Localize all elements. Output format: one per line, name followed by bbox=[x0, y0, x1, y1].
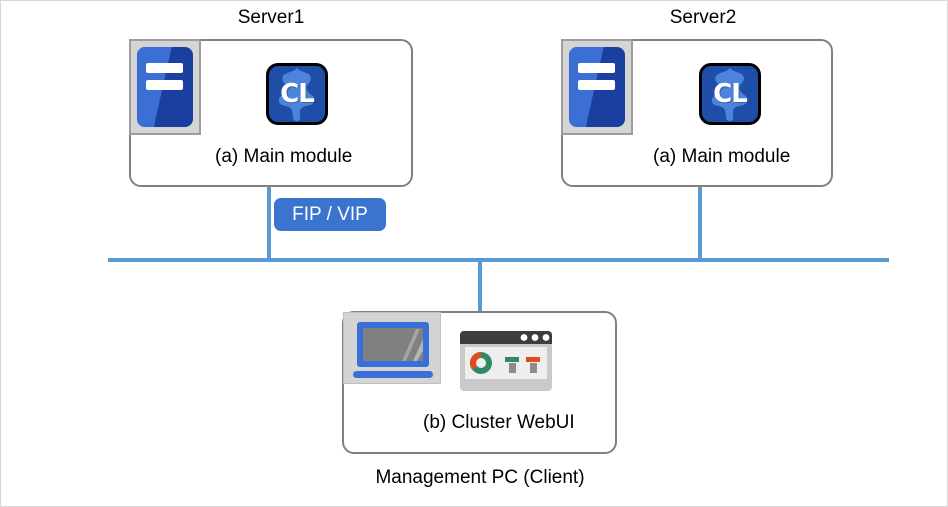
server-slot-bar-2 bbox=[145, 79, 183, 91]
server1-server-icon bbox=[129, 39, 201, 135]
donut-chart-glyph bbox=[469, 351, 492, 374]
network-bus-line bbox=[108, 258, 889, 262]
link-server1-to-bus bbox=[267, 187, 271, 260]
server-slot-bar-1 bbox=[145, 63, 183, 74]
cl-splash-shape bbox=[711, 67, 748, 122]
management-pc-caption: Management PC (Client) bbox=[375, 467, 585, 488]
server2-server-icon bbox=[561, 39, 633, 135]
server2-cl-app-icon: CL bbox=[699, 63, 761, 125]
laptop-icon bbox=[343, 312, 441, 384]
laptop-glyph bbox=[353, 322, 433, 378]
link-server2-to-bus bbox=[698, 187, 702, 260]
server1-module-label: (a) Main module bbox=[215, 146, 353, 167]
bar-indicator-green bbox=[505, 357, 519, 373]
browser-window-glyph bbox=[460, 331, 552, 391]
browser-window-icon bbox=[460, 331, 552, 391]
server2-module-label: (a) Main module bbox=[653, 146, 791, 167]
link-pc-to-bus bbox=[478, 260, 482, 312]
server-slot-bar-1 bbox=[577, 63, 615, 74]
bar-indicator-red bbox=[526, 357, 540, 373]
server-card bbox=[137, 47, 193, 127]
cl-icon-text: CL bbox=[280, 79, 315, 109]
server1-cl-app-icon: CL bbox=[266, 63, 328, 125]
server1-caption: Server1 bbox=[237, 7, 305, 28]
server-slot-bar-2 bbox=[577, 79, 615, 91]
fip-vip-badge: FIP / VIP bbox=[274, 198, 386, 231]
server-card bbox=[569, 47, 625, 127]
cl-splash-shape bbox=[278, 67, 315, 122]
server2-caption: Server2 bbox=[669, 7, 737, 28]
cl-icon-text: CL bbox=[713, 79, 748, 109]
cluster-webui-label: (b) Cluster WebUI bbox=[423, 412, 575, 433]
